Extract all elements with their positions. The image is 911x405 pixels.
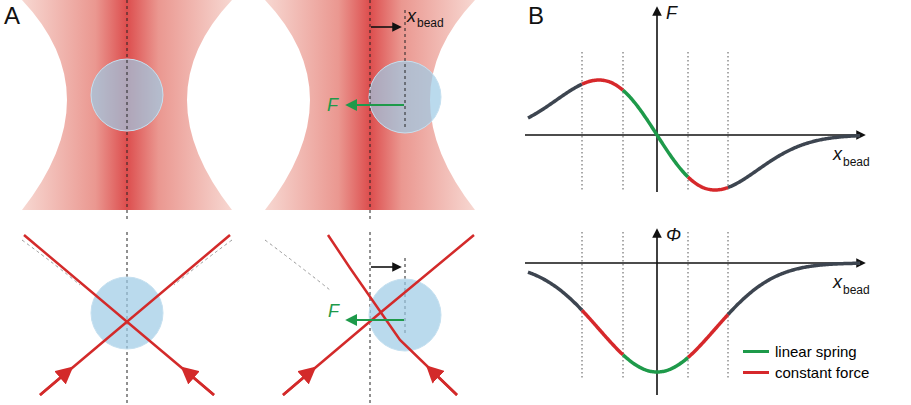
bead-line — [405, 10, 406, 130]
x-axis — [525, 134, 862, 136]
ray-arrow — [186, 371, 214, 395]
legend-item: linear spring — [743, 343, 857, 360]
legend-item: constant force — [743, 364, 869, 381]
curve — [582, 310, 623, 355]
curve — [623, 355, 688, 372]
x-axis — [525, 262, 862, 264]
axis-label: F — [327, 96, 338, 114]
legend-text: constant force — [775, 364, 869, 381]
curve — [582, 80, 623, 90]
legend-line — [743, 371, 769, 374]
center-line — [370, 0, 371, 222]
ray-extension — [22, 240, 80, 285]
panel-letter: A — [4, 4, 20, 28]
axis-label: bead — [843, 156, 870, 168]
axis-label: F — [328, 302, 339, 320]
legend-text: linear spring — [775, 343, 857, 360]
ray-extension — [174, 240, 232, 285]
axis-label: x — [833, 145, 842, 163]
displacement-arrow — [371, 26, 398, 28]
axis-label: bead — [417, 17, 444, 29]
ray-arrow — [283, 371, 311, 395]
region-guides — [582, 52, 728, 378]
curve — [728, 263, 860, 314]
displacement-arrow — [371, 266, 398, 268]
curve — [728, 136, 860, 188]
force-arrow — [350, 319, 404, 321]
bead — [369, 279, 441, 351]
center-line — [127, 0, 128, 222]
axis-label: x — [407, 7, 416, 25]
ray-extension — [265, 240, 330, 290]
legend-line — [743, 350, 769, 353]
bead — [91, 277, 163, 349]
panel-letter: B — [528, 4, 544, 28]
light-ray — [24, 235, 214, 395]
axis-label: Φ — [666, 226, 681, 244]
curve — [528, 84, 582, 118]
light-ray — [328, 235, 457, 395]
curve — [528, 272, 582, 310]
axis-label: bead — [843, 284, 870, 296]
ray-arrow — [431, 370, 457, 395]
curve — [688, 315, 728, 358]
curve — [623, 90, 688, 177]
ray-arrow — [40, 371, 68, 395]
axis-label: x — [833, 273, 842, 291]
curve — [688, 177, 728, 190]
force-arrow — [350, 104, 404, 106]
light-ray — [283, 235, 474, 395]
axis-label: F — [666, 4, 677, 22]
light-ray — [40, 235, 230, 395]
y-axis — [656, 10, 658, 192]
